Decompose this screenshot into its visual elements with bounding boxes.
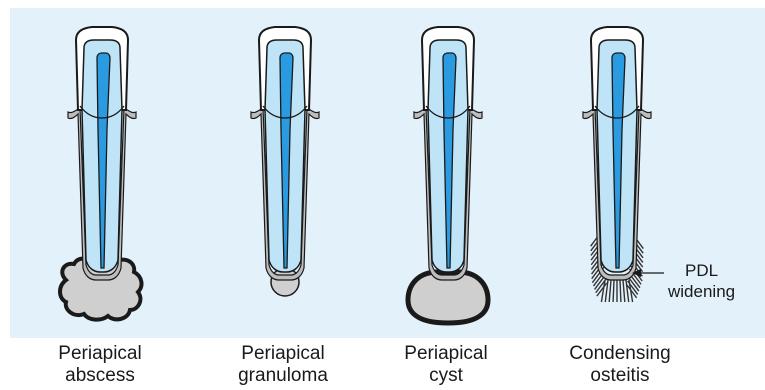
osteitis-line <box>609 280 611 302</box>
tooth-cyst <box>408 27 488 323</box>
osteitis-line <box>626 280 629 302</box>
osteitis-line <box>620 280 621 302</box>
tooth-abscess <box>60 27 141 320</box>
osteitis-line <box>613 280 614 302</box>
tooth-granuloma <box>251 27 319 296</box>
tooth-condensing-osteitis <box>583 27 651 302</box>
pdl-arrow <box>632 269 664 277</box>
osteitis-line <box>623 280 625 302</box>
